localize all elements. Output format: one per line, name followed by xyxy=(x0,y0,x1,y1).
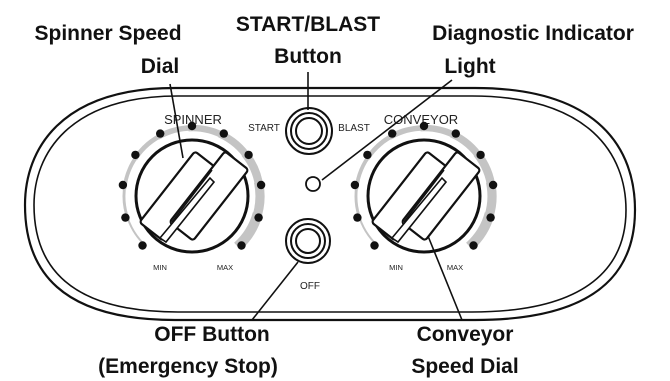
start-blast-button[interactable] xyxy=(285,107,333,155)
scale-dot xyxy=(121,213,130,222)
scale-dot xyxy=(187,121,197,131)
start-label: START xyxy=(248,123,280,134)
svg-text:Conveyor: Conveyor xyxy=(417,323,514,346)
spinner-dial-knob[interactable] xyxy=(134,138,250,254)
scale-dot xyxy=(476,150,485,160)
scale-dot xyxy=(156,129,165,138)
spinner-panel-label: SPINNER xyxy=(164,112,222,127)
scale-dot xyxy=(138,241,147,250)
conveyor-panel-label: CONVEYOR xyxy=(384,112,458,127)
scale-dot xyxy=(388,129,397,138)
scale-dot xyxy=(451,129,460,138)
conveyor-dial-knob[interactable] xyxy=(366,138,482,254)
conveyor-dial-scale xyxy=(350,121,498,251)
scale-dot xyxy=(488,180,498,190)
spinner-min-label: MIN xyxy=(153,263,167,272)
callout-off-button: OFF Button (Emergency Stop) xyxy=(98,323,278,378)
conveyor-min-label: MIN xyxy=(389,263,403,272)
callout-conveyor-speed-dial: Conveyor Speed Dial xyxy=(411,323,518,378)
svg-text:Diagnostic Indicator: Diagnostic Indicator xyxy=(432,22,634,45)
svg-text:Spinner Speed: Spinner Speed xyxy=(34,22,181,45)
svg-text:Button: Button xyxy=(274,45,342,68)
conveyor-max-label: MAX xyxy=(447,263,463,272)
scale-dot xyxy=(370,241,379,250)
diagnostic-indicator-light xyxy=(305,176,321,192)
scale-dot xyxy=(350,180,360,190)
scale-dot xyxy=(254,213,263,222)
svg-text:START/BLAST: START/BLAST xyxy=(236,13,380,36)
scale-dot xyxy=(118,180,128,190)
svg-text:Dial: Dial xyxy=(141,55,180,78)
spinner-dial-scale xyxy=(118,121,266,251)
svg-text:(Emergency Stop): (Emergency Stop) xyxy=(98,355,278,378)
scale-dot xyxy=(219,129,228,138)
off-button[interactable] xyxy=(285,218,331,264)
off-label: OFF xyxy=(300,281,320,292)
callout-diagnostic-indicator-light: Diagnostic Indicator Light xyxy=(432,22,634,78)
conveyor-speed-dial[interactable] xyxy=(350,121,498,254)
spinner-max-label: MAX xyxy=(217,263,233,272)
spinner-speed-dial[interactable] xyxy=(118,121,266,254)
scale-dot xyxy=(353,213,362,222)
scale-dot xyxy=(469,241,478,250)
scale-dot xyxy=(486,213,495,222)
svg-text:Speed Dial: Speed Dial xyxy=(411,355,518,378)
scale-dot xyxy=(237,241,246,250)
svg-text:OFF Button: OFF Button xyxy=(154,323,269,346)
callout-spinner-speed-dial: Spinner Speed Dial xyxy=(34,22,181,78)
callout-start-blast-button: START/BLAST Button xyxy=(236,13,380,68)
svg-text:Light: Light xyxy=(444,55,495,78)
scale-dot xyxy=(363,150,372,160)
blast-label: BLAST xyxy=(338,123,370,134)
scale-dot xyxy=(419,121,429,131)
callout-lines xyxy=(169,72,463,321)
scale-dot xyxy=(244,150,253,160)
scale-dot xyxy=(256,180,266,190)
scale-dot xyxy=(131,150,140,160)
